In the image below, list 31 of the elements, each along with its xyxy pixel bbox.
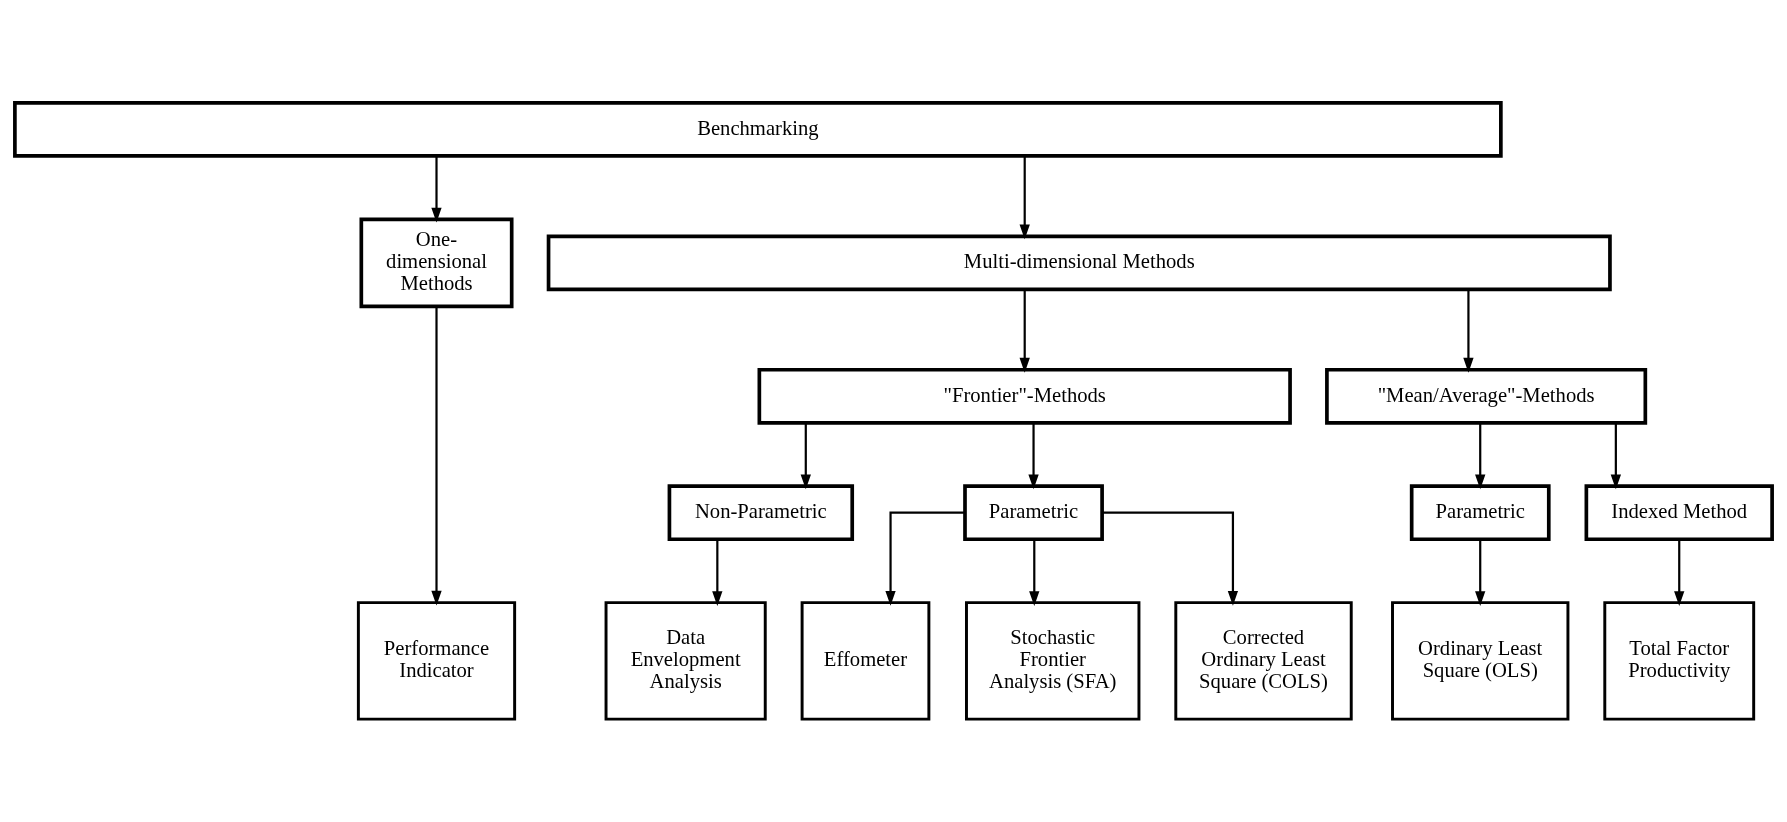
node-box: "Mean/Average"-Methods [1325, 367, 1648, 425]
arrow [712, 539, 723, 606]
node-box: Corrected Ordinary Least Square (COLS) [1174, 601, 1353, 721]
node-box: "Frontier"-Methods [757, 367, 1292, 425]
node-box: Benchmarking [13, 101, 1503, 158]
arrow [1029, 539, 1040, 606]
arrow [1674, 539, 1685, 606]
arrow [1475, 539, 1486, 606]
arrow [1463, 289, 1474, 373]
arrow [431, 306, 442, 606]
node-box: Multi-dimensional Methods [546, 234, 1612, 292]
node-box: Effometer [800, 601, 931, 721]
node-box: Data Envelopment Analysis [604, 601, 767, 721]
arrow [1610, 423, 1621, 490]
node-box: Stochastic Frontier Analysis (SFA) [965, 601, 1141, 721]
arrow [1019, 156, 1030, 240]
node-box: Total Factor Productivity [1603, 601, 1756, 721]
node-box: Parametric [1409, 484, 1551, 542]
node-box: Indexed Method [1584, 484, 1774, 542]
arrow [800, 423, 811, 490]
node-box: Ordinary Least Square (OLS) [1391, 601, 1570, 721]
arrow [1028, 423, 1039, 490]
node-box: One- dimensional Methods [359, 217, 514, 309]
arrow [1102, 511, 1239, 606]
arrow [1475, 423, 1486, 490]
node-box: Parametric [963, 484, 1104, 542]
node-box: Performance Indicator [356, 601, 517, 721]
arrow [885, 511, 965, 606]
arrow [1019, 289, 1030, 373]
arrow [431, 156, 442, 223]
node-box: Non-Parametric [667, 484, 855, 542]
